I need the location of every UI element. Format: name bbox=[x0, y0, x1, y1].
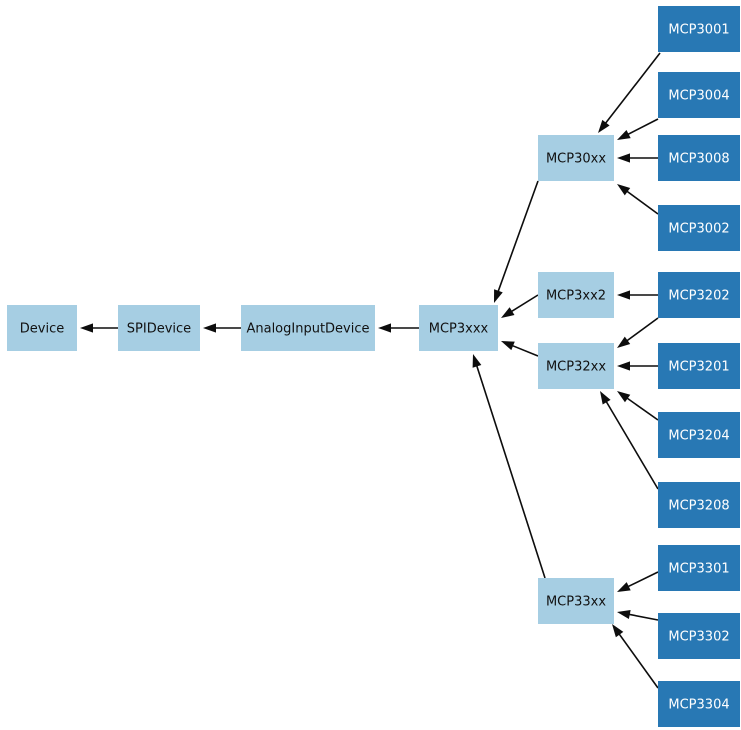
arrowhead-icon bbox=[600, 391, 611, 405]
edge-spidevice-to-device bbox=[80, 323, 118, 333]
edge-mcp3xx2-to-mcp3xxx bbox=[501, 294, 539, 318]
edge-line bbox=[626, 118, 659, 136]
edge-mcp3001-to-mcp30xx bbox=[598, 52, 661, 133]
arrowhead-icon bbox=[617, 336, 631, 348]
class-node-mcp3304[interactable]: MCP3304 bbox=[658, 681, 740, 727]
class-node-device[interactable]: Device bbox=[7, 305, 77, 351]
node-rect[interactable] bbox=[7, 305, 77, 351]
arrowhead-icon bbox=[617, 582, 631, 592]
class-node-mcp3302[interactable]: MCP3302 bbox=[658, 613, 740, 659]
edge-mcp3204-to-mcp32xx bbox=[617, 391, 659, 421]
arrowhead-icon bbox=[501, 341, 515, 351]
edge-mcp3304-to-mcp33xx bbox=[612, 624, 659, 689]
edge-mcp3202-to-mcp3xx2 bbox=[617, 290, 658, 300]
arrowhead-icon bbox=[617, 290, 630, 300]
edge-line bbox=[475, 364, 546, 579]
edge-line bbox=[510, 294, 539, 313]
edge-line bbox=[625, 317, 659, 342]
edge-line bbox=[497, 180, 539, 293]
node-rect[interactable] bbox=[658, 613, 740, 659]
arrowhead-icon bbox=[378, 323, 391, 333]
edge-mcp3302-to-mcp33xx bbox=[617, 609, 659, 621]
edge-mcp30xx-to-mcp3xxx bbox=[494, 180, 539, 303]
arrowhead-icon bbox=[612, 624, 624, 638]
node-rect[interactable] bbox=[241, 305, 375, 351]
edge-analoginputdevice-to-spidevice bbox=[203, 323, 241, 333]
edge-mcp32xx-to-mcp3xxx bbox=[501, 341, 539, 357]
edge-mcp3008-to-mcp30xx bbox=[617, 153, 658, 163]
edges-layer bbox=[80, 52, 661, 689]
arrowhead-icon bbox=[617, 361, 630, 371]
class-node-mcp3001[interactable]: MCP3001 bbox=[658, 6, 740, 52]
arrowhead-icon bbox=[598, 119, 610, 133]
node-rect[interactable] bbox=[118, 305, 200, 351]
arrowhead-icon bbox=[80, 323, 93, 333]
edge-line bbox=[604, 52, 661, 125]
class-node-mcp33xx[interactable]: MCP33xx bbox=[538, 578, 614, 624]
edge-line bbox=[625, 190, 659, 215]
arrowhead-icon bbox=[203, 323, 216, 333]
node-rect[interactable] bbox=[658, 343, 740, 389]
edge-mcp3002-to-mcp30xx bbox=[617, 184, 659, 215]
edge-mcp3xxx-to-analoginputdevice bbox=[378, 323, 419, 333]
arrowhead-icon bbox=[617, 609, 631, 620]
arrowhead-icon bbox=[617, 153, 630, 163]
node-rect[interactable] bbox=[538, 135, 614, 181]
class-node-mcp32xx[interactable]: MCP32xx bbox=[538, 343, 614, 389]
arrowhead-icon bbox=[617, 184, 631, 196]
node-rect[interactable] bbox=[658, 272, 740, 318]
node-rect[interactable] bbox=[419, 305, 498, 351]
edge-line bbox=[618, 632, 659, 689]
node-rect[interactable] bbox=[658, 482, 740, 528]
node-rect[interactable] bbox=[538, 343, 614, 389]
edge-line bbox=[628, 613, 659, 621]
class-node-mcp3004[interactable]: MCP3004 bbox=[658, 72, 740, 118]
class-node-mcp3002[interactable]: MCP3002 bbox=[658, 205, 740, 251]
edge-line bbox=[625, 396, 659, 421]
edge-mcp33xx-to-mcp3xxx bbox=[472, 354, 546, 579]
edge-mcp3201-to-mcp32xx bbox=[617, 361, 658, 371]
class-node-mcp3008[interactable]: MCP3008 bbox=[658, 135, 740, 181]
node-rect[interactable] bbox=[658, 6, 740, 52]
class-node-mcp3208[interactable]: MCP3208 bbox=[658, 482, 740, 528]
node-rect[interactable] bbox=[658, 412, 740, 458]
class-node-mcp30xx[interactable]: MCP30xx bbox=[538, 135, 614, 181]
node-rect[interactable] bbox=[658, 205, 740, 251]
class-node-mcp3301[interactable]: MCP3301 bbox=[658, 545, 740, 591]
node-rect[interactable] bbox=[658, 681, 740, 727]
edge-mcp3004-to-mcp30xx bbox=[617, 118, 659, 140]
edge-line bbox=[605, 400, 659, 490]
class-node-mcp3201[interactable]: MCP3201 bbox=[658, 343, 740, 389]
node-rect[interactable] bbox=[658, 135, 740, 181]
edge-line bbox=[511, 344, 539, 357]
class-node-mcp3xx2[interactable]: MCP3xx2 bbox=[538, 272, 614, 318]
node-rect[interactable] bbox=[538, 272, 614, 318]
edge-line bbox=[626, 571, 659, 588]
class-node-mcp3204[interactable]: MCP3204 bbox=[658, 412, 740, 458]
arrowhead-icon bbox=[494, 289, 503, 303]
edge-mcp3301-to-mcp33xx bbox=[617, 571, 659, 592]
class-node-mcp3xxx[interactable]: MCP3xxx bbox=[419, 305, 498, 351]
edge-mcp3208-to-mcp32xx bbox=[600, 391, 659, 490]
arrowhead-icon bbox=[472, 354, 482, 368]
node-rect[interactable] bbox=[658, 545, 740, 591]
node-rect[interactable] bbox=[538, 578, 614, 624]
arrowhead-icon bbox=[617, 391, 631, 403]
node-rect[interactable] bbox=[658, 72, 740, 118]
class-node-analoginputdevice[interactable]: AnalogInputDevice bbox=[241, 305, 375, 351]
arrowhead-icon bbox=[501, 307, 515, 318]
class-node-spidevice[interactable]: SPIDevice bbox=[118, 305, 200, 351]
class-node-mcp3202[interactable]: MCP3202 bbox=[658, 272, 740, 318]
arrowhead-icon bbox=[617, 129, 631, 140]
edge-mcp3202-to-mcp32xx bbox=[617, 317, 659, 348]
